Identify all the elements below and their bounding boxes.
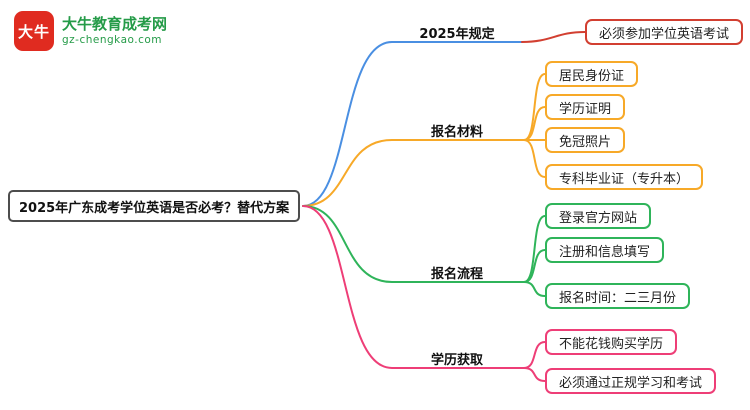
branch-label-diploma[interactable]: 学历获取 [430, 353, 483, 368]
leaf-education-proof[interactable]: 学历证明 [545, 94, 626, 120]
leaf-formal-study[interactable]: 必须通过正规学习和考试 [545, 368, 717, 394]
branch-1-leaf-1-link [521, 31, 586, 43]
leaf-signup-time[interactable]: 报名时间：二三月份 [545, 283, 691, 309]
branch-4-leaf-2-link [523, 367, 546, 382]
site-url: gz-chengkao.com [62, 33, 163, 46]
leaf-photo[interactable]: 免冠照片 [545, 127, 626, 153]
branch-label-process[interactable]: 报名流程 [430, 267, 483, 282]
leaf-no-buying-diploma[interactable]: 不能花钱购买学历 [545, 329, 678, 355]
branch-3-leaf-3-link [523, 281, 546, 297]
branch-3-leaf-2-link [523, 249, 546, 283]
branch-3-leaf-1-link [523, 215, 546, 283]
root-topic[interactable]: 2025年广东成考学位英语是否必考？替代方案 [8, 190, 301, 222]
branch-label-materials[interactable]: 报名材料 [430, 125, 483, 140]
branch-2-leaf-4-link [523, 139, 546, 178]
leaf-official-site[interactable]: 登录官方网站 [545, 203, 652, 229]
logo-text: 大牛教育成考网 gz-chengkao.com [62, 15, 167, 47]
leaf-register-info[interactable]: 注册和信息填写 [545, 237, 665, 263]
branch-2-link [302, 139, 525, 207]
branch-label-2025-rules[interactable]: 2025年规定 [419, 27, 495, 42]
leaf-id-card[interactable]: 居民身份证 [545, 61, 639, 87]
leaf-must-take-exam[interactable]: 必须参加学位英语考试 [585, 19, 744, 45]
leaf-college-diploma[interactable]: 专科毕业证（专升本） [545, 164, 704, 190]
branch-2-leaf-1-link [523, 73, 546, 141]
branch-2-leaf-2-link [523, 106, 546, 141]
branch-4-leaf-1-link [523, 341, 546, 369]
logo-bull-icon: 大牛 [14, 11, 54, 51]
site-logo[interactable]: 大牛 大牛教育成考网 gz-chengkao.com [14, 11, 167, 51]
branch-4-link [302, 205, 525, 369]
site-name: 大牛教育成考网 [62, 15, 168, 34]
